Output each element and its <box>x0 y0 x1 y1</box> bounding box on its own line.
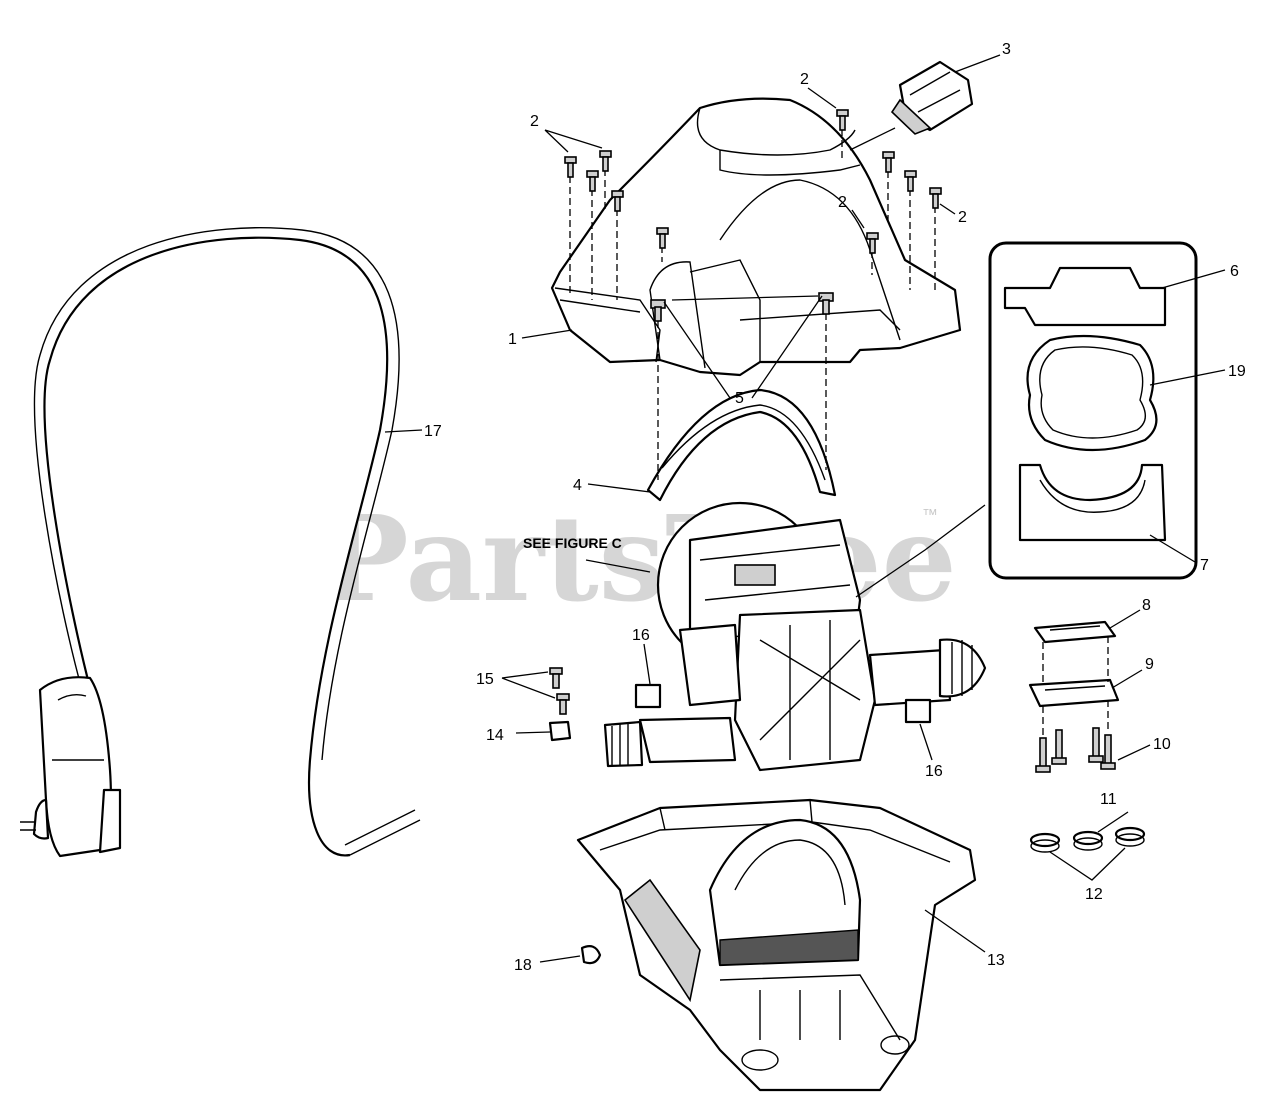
callout-12: 12 <box>1085 886 1103 903</box>
callout-8: 8 <box>1142 597 1151 614</box>
pump-assembly <box>585 501 987 772</box>
part-2-screws <box>544 87 956 300</box>
part-13-base <box>576 798 986 1092</box>
gasket-inset-box <box>988 241 1226 580</box>
callout-13: 13 <box>987 952 1005 969</box>
part-10-screws <box>1035 700 1151 773</box>
callout-1: 1 <box>508 331 517 348</box>
callout-2-top: 2 <box>800 71 809 88</box>
see-figure-c-note: SEE FIGURE C <box>523 535 622 551</box>
callout-10: 10 <box>1153 736 1171 753</box>
part-14-clip <box>515 720 572 742</box>
callout-18: 18 <box>514 957 532 974</box>
callout-4: 4 <box>573 477 582 494</box>
part-15-screws <box>501 667 570 715</box>
part-18-grommet <box>539 945 602 965</box>
callout-16-left: 16 <box>632 627 650 644</box>
callout-5: 5 <box>735 390 744 407</box>
part-5-screws <box>650 292 834 480</box>
callout-3: 3 <box>1002 41 1011 58</box>
callout-14: 14 <box>486 727 504 744</box>
callout-19: 19 <box>1228 363 1246 380</box>
part-4-pump-cover <box>587 388 837 502</box>
watermark-text: PartsTree <box>320 489 957 628</box>
callout-2-right: 2 <box>958 209 967 226</box>
callout-2-left: 2 <box>530 113 539 130</box>
watermark: PartsTree ™ <box>320 489 957 628</box>
callout-16-right: 16 <box>925 763 943 780</box>
callout-7: 7 <box>1200 557 1209 574</box>
callout-11: 11 <box>1100 791 1117 808</box>
callout-15: 15 <box>476 671 494 688</box>
part-8-bracket <box>1033 609 1141 644</box>
callout-labels: 1 2 2 2 2 3 4 5 6 7 8 9 10 11 12 13 14 1… <box>384 41 1246 974</box>
part-1-upper-housing <box>550 97 962 377</box>
callout-2-middle: 2 <box>838 194 847 211</box>
part-11-12-o-rings <box>1029 811 1146 881</box>
part-17-power-cord <box>20 227 421 858</box>
callout-6: 6 <box>1230 263 1239 280</box>
part-3-switch <box>849 54 1001 151</box>
callout-9: 9 <box>1145 656 1154 673</box>
part-9-bracket <box>1028 636 1143 708</box>
callout-17: 17 <box>424 423 442 440</box>
part-16-fittings <box>634 643 933 761</box>
watermark-trademark: ™ <box>922 507 938 524</box>
